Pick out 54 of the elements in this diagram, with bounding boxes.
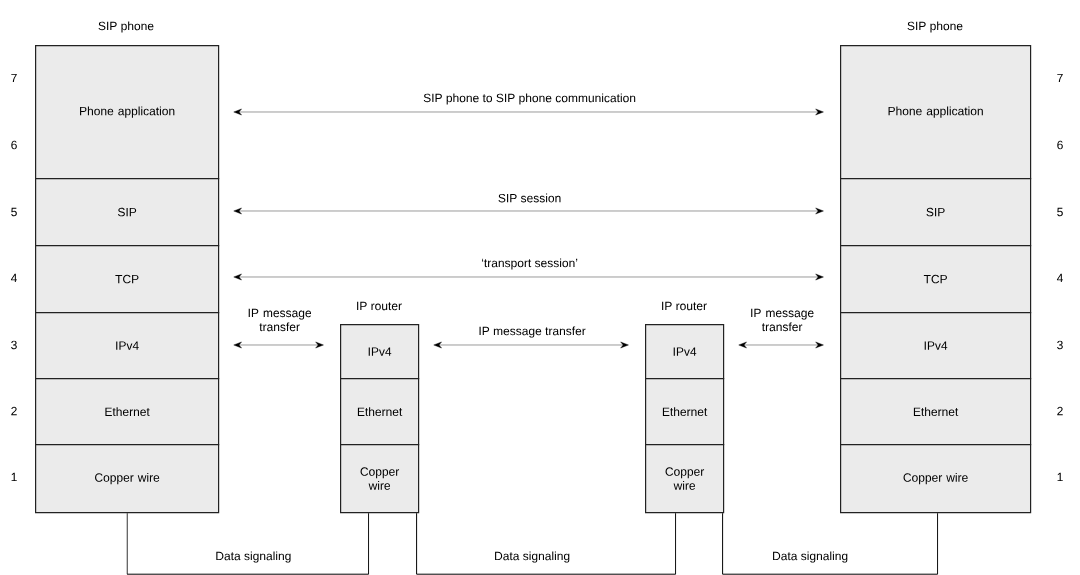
wire [416, 512, 677, 575]
layer-box: Ethernet [35, 378, 220, 446]
layer-number: 2 [1057, 406, 1063, 416]
wire [126, 512, 370, 575]
edge-label: IP message transfer [741, 307, 824, 333]
layer-box: IPv4 [645, 324, 725, 380]
layer-number: 5 [11, 207, 17, 217]
layer-box: TCP [840, 245, 1032, 314]
layer-number: 3 [11, 340, 17, 350]
column-title: SIP phone [98, 21, 154, 33]
column-title: SIP phone [907, 21, 963, 33]
arrow [233, 341, 324, 349]
layer-box: Copper wire [35, 444, 220, 514]
edge-label: ‘transport session’ [480, 257, 579, 271]
layer-box: Phone application [840, 45, 1032, 180]
layer-box: Copper wire [840, 444, 1032, 514]
edge-label: IP message transfer [238, 307, 321, 333]
layer-box: Ethernet [645, 378, 725, 446]
layer-number: 1 [1057, 472, 1063, 482]
column-title: IP router [357, 301, 402, 311]
edge-label: Data signaling [771, 550, 850, 564]
layer-number: 1 [11, 472, 17, 482]
layer-number: 7 [11, 73, 17, 83]
layer-box: IPv4 [840, 312, 1032, 380]
edge-label: SIP phone to SIP phone communication [422, 92, 637, 106]
arrow [233, 273, 824, 281]
wire [722, 512, 939, 575]
edge-label: Data signaling [214, 550, 293, 564]
layer-box: Ethernet [840, 378, 1032, 446]
layer-number: 4 [1056, 273, 1063, 283]
arrow [738, 341, 824, 349]
layer-box: Phone application [35, 45, 220, 180]
layer-number: 3 [1057, 340, 1063, 350]
layer-box: SIP [35, 178, 220, 247]
layer-number: 4 [10, 273, 17, 283]
layer-box: Copper wire [645, 444, 725, 514]
layer-box: IPv4 [340, 324, 420, 380]
layer-box: Ethernet [340, 378, 420, 446]
edge-label: Data signaling [493, 550, 572, 564]
column-title: IP router [662, 301, 707, 311]
layer-box: SIP [840, 178, 1032, 247]
arrow [233, 207, 824, 215]
layer-box: Copper wire [340, 444, 420, 514]
layer-number: 7 [1057, 73, 1063, 83]
arrow [233, 108, 824, 116]
edge-label: SIP session [496, 192, 563, 204]
layer-number: 5 [1057, 207, 1063, 217]
layer-box: IPv4 [35, 312, 220, 380]
layer-box: TCP [35, 245, 220, 314]
arrow [433, 341, 629, 349]
edge-label: IP message transfer [477, 325, 587, 339]
layer-number: 6 [11, 140, 17, 150]
layer-number: 6 [1057, 140, 1063, 150]
layer-number: 2 [11, 406, 17, 416]
